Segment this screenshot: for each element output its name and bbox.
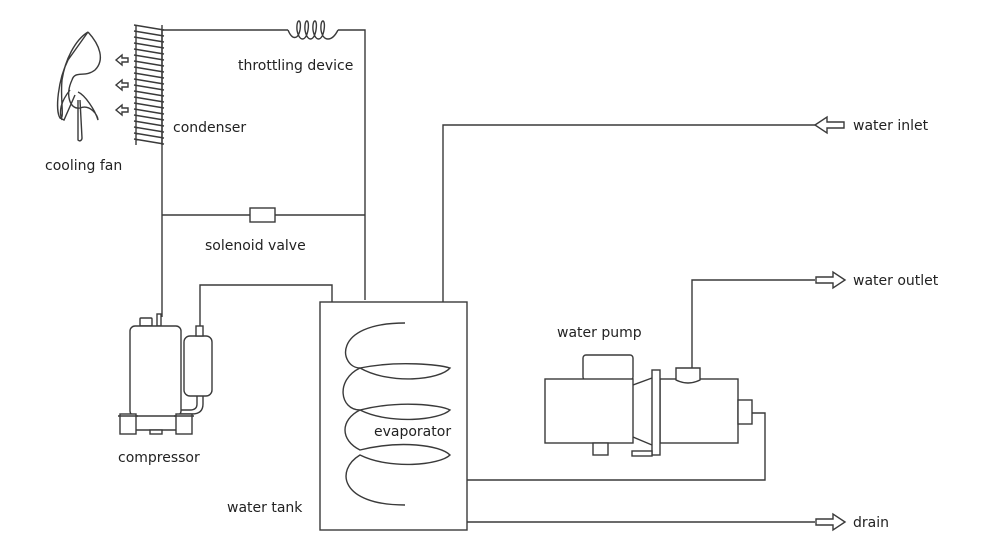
evaporator-label: evaporator [374,424,451,440]
throttling-device-label: throttling device [238,58,353,74]
cooling-fan-icon [56,31,102,142]
water-tank-label: water tank [227,500,303,516]
throttling-device-icon [287,20,339,40]
solenoid-valve-label: solenoid valve [205,238,306,254]
condenser-label: condenser [173,120,246,136]
water-inlet-label: water inlet [853,118,929,134]
compressor-label: compressor [118,450,200,466]
water-tank-icon [319,301,468,531]
water-piping [442,124,815,523]
water-pump-icon [544,354,753,457]
drain-label: drain [853,515,889,531]
water-outlet-label: water outlet [853,273,939,289]
condenser-coil-icon [133,24,165,145]
cooling-fan-label: cooling fan [45,158,122,174]
compressor-icon [118,313,213,435]
flow-arrow-icons [813,115,847,532]
evaporator-coil-icon [342,322,452,506]
solenoid-valve-icon [249,207,276,223]
water-pump-label: water pump [557,325,642,341]
condenser-coil-lines [133,24,165,145]
airflow-arrows-icon [114,53,129,117]
refrigerant-piping [161,29,366,335]
